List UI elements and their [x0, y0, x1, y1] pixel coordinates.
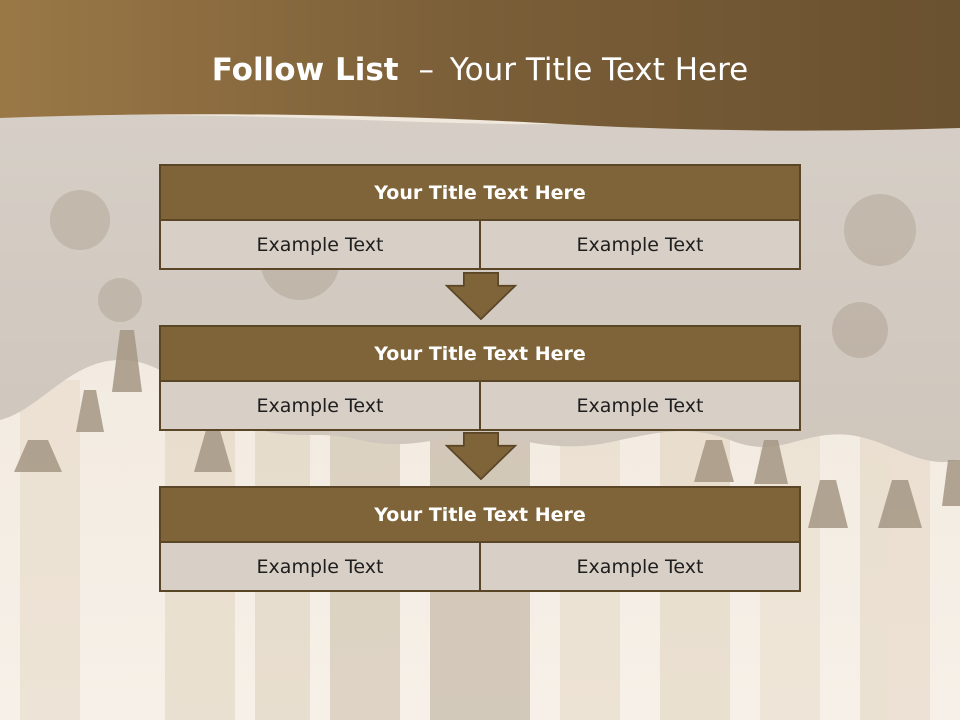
- block-1-heading: Your Title Text Here: [159, 164, 801, 221]
- block-3-cell-left: Example Text: [256, 555, 384, 578]
- follow-block-2: Your Title Text Here Example Text Exampl…: [159, 325, 801, 431]
- block-1-cell-right: Example Text: [479, 221, 799, 268]
- block-2-cell-left: Example Text: [256, 394, 384, 417]
- follow-block-1: Your Title Text Here Example Text Exampl…: [159, 164, 801, 270]
- down-arrow-icon: [444, 432, 518, 480]
- slide-title: Follow List – Your Title Text Here: [0, 52, 960, 88]
- title-separator: –: [418, 52, 434, 88]
- block-1-cell-left: Example Text: [256, 233, 384, 256]
- block-3-heading: Your Title Text Here: [159, 486, 801, 543]
- block-2-row: Example Text Example Text: [159, 382, 801, 431]
- block-2-heading: Your Title Text Here: [159, 325, 801, 382]
- block-1-row: Example Text Example Text: [159, 221, 801, 270]
- follow-block-3: Your Title Text Here Example Text Exampl…: [159, 486, 801, 592]
- title-rest-part: Your Title Text Here: [449, 52, 749, 88]
- block-2-cell-right: Example Text: [479, 382, 799, 429]
- down-arrow-icon: [444, 272, 518, 320]
- title-bold-part: Follow List: [211, 52, 399, 88]
- block-3-row: Example Text Example Text: [159, 543, 801, 592]
- block-3-cell-right: Example Text: [479, 543, 799, 590]
